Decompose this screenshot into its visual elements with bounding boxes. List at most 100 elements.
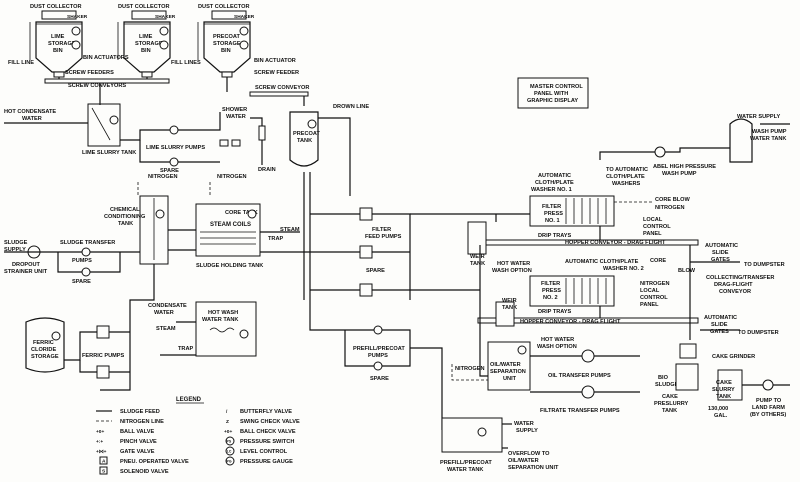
swing-check-valve-symbol: Z xyxy=(226,419,229,425)
svg-text:LEVEL CONTROL: LEVEL CONTROL xyxy=(240,449,288,455)
svg-text:SHOWER: SHOWER xyxy=(222,107,247,113)
svg-text:SUPPLY: SUPPLY xyxy=(4,247,26,253)
pneu-valve-symbol xyxy=(99,456,108,465)
svg-text:NO. 2: NO. 2 xyxy=(543,295,558,301)
svg-text:WATER SUPPLY: WATER SUPPLY xyxy=(737,114,780,120)
svg-text:BIN: BIN xyxy=(141,48,151,54)
svg-text:CORE: CORE xyxy=(650,258,666,264)
svg-text:UNIT: UNIT xyxy=(503,376,517,382)
svg-text:TANK: TANK xyxy=(662,408,677,414)
svg-text:WATER: WATER xyxy=(514,421,534,427)
svg-text:PS: PS xyxy=(227,440,232,444)
svg-text:WATER: WATER xyxy=(226,114,246,120)
weir-tank-1: WEIR TANK xyxy=(467,221,487,267)
svg-text:PRESSURE GAUGE: PRESSURE GAUGE xyxy=(240,459,293,465)
svg-text:SLIDE: SLIDE xyxy=(712,250,729,256)
svg-text:FILTER: FILTER xyxy=(542,204,561,210)
svg-text:TO AUTOMATIC: TO AUTOMATIC xyxy=(606,167,648,173)
svg-text:BIN ACTUATORS: BIN ACTUATORS xyxy=(83,55,129,61)
svg-text:STEAM COILS: STEAM COILS xyxy=(210,222,251,228)
svg-text:LIME SLURRY TANK: LIME SLURRY TANK xyxy=(82,150,136,156)
svg-text:PUMP TO: PUMP TO xyxy=(756,398,782,404)
svg-text:SLUDGE: SLUDGE xyxy=(4,240,28,246)
svg-text:CONDENSATE: CONDENSATE xyxy=(148,303,187,309)
level-control-icon xyxy=(477,427,487,437)
svg-text:AUTOMATIC: AUTOMATIC xyxy=(705,243,738,249)
svg-text:LOCAL: LOCAL xyxy=(643,217,663,223)
svg-text:LAND FARM: LAND FARM xyxy=(752,405,785,411)
svg-text:FILTER: FILTER xyxy=(541,281,560,287)
svg-text:BLOW: BLOW xyxy=(678,268,696,274)
hopper-conveyor-2 xyxy=(477,317,699,324)
svg-text:CLOTH/PLATE: CLOTH/PLATE xyxy=(535,180,574,186)
svg-text:(BY OTHERS): (BY OTHERS) xyxy=(750,412,786,418)
prefill-precoat-pumps: PREFILL/PRECOAT PUMPS SPARE xyxy=(353,325,405,382)
svg-text:BIN ACTUATOR: BIN ACTUATOR xyxy=(254,58,296,64)
pump-icon xyxy=(373,361,383,371)
svg-text:SCREW CONVEYORS: SCREW CONVEYORS xyxy=(68,83,126,89)
legend: LEGEND SLUDGE FEED NITROGEN LINE +0+ BAL… xyxy=(96,397,300,475)
svg-text:SLIDE: SLIDE xyxy=(711,322,728,328)
pressure-gauge-icon xyxy=(225,456,235,466)
precoat-tank: PRECOAT TANK xyxy=(289,111,321,167)
level-control-icon xyxy=(239,329,249,339)
svg-text:PANEL: PANEL xyxy=(643,231,662,237)
svg-text:SLUDGE FEED: SLUDGE FEED xyxy=(120,409,160,415)
svg-text:WATER TANK: WATER TANK xyxy=(750,136,786,142)
svg-text:WASH PUMP: WASH PUMP xyxy=(662,171,697,177)
svg-text:CONVEYOR: CONVEYOR xyxy=(719,289,751,295)
svg-text:BIN: BIN xyxy=(53,48,63,54)
svg-text:ABEL HIGH PRESSURE: ABEL HIGH PRESSURE xyxy=(653,164,716,170)
local-control-panel-1: LOCAL CONTROL PANEL xyxy=(643,217,671,237)
svg-text:130,000: 130,000 xyxy=(708,406,728,412)
svg-text:CONDITIONING: CONDITIONING xyxy=(104,214,145,220)
sludge-holding-tank: CORE TANK STEAM COILS SLUDGE HOLDING TAN… xyxy=(195,203,263,269)
svg-text:DRIP TRAYS: DRIP TRAYS xyxy=(538,233,572,239)
svg-text:CAKE: CAKE xyxy=(662,394,678,400)
svg-text:PRESLURRY: PRESLURRY xyxy=(654,401,689,407)
svg-text:PANEL: PANEL xyxy=(640,302,659,308)
svg-text:HOPPER CONVEYOR - DRAG FLIGHT: HOPPER CONVEYOR - DRAG FLIGHT xyxy=(520,319,621,325)
svg-text:CLOTH/PLATE: CLOTH/PLATE xyxy=(606,174,645,180)
pinch-valve-symbol: +:+ xyxy=(96,440,103,445)
oil-water-separation-unit: OIL/WATER SEPARATION UNIT xyxy=(487,341,531,391)
svg-text:FERRIC: FERRIC xyxy=(33,340,54,346)
fill-line-label: FILL LINE xyxy=(8,60,34,66)
level-control-icon xyxy=(159,26,169,36)
svg-text:CONTROL: CONTROL xyxy=(640,295,668,301)
level-control-icon xyxy=(225,446,235,456)
svg-text:BIO: BIO xyxy=(658,375,669,381)
level-control-icon xyxy=(71,40,81,50)
svg-text:PUMPS: PUMPS xyxy=(368,353,388,359)
pump-icon xyxy=(581,385,595,399)
svg-text:CONTROL: CONTROL xyxy=(643,224,671,230)
svg-text:LIME: LIME xyxy=(51,34,65,40)
svg-text:WATER: WATER xyxy=(22,116,42,122)
level-control-icon xyxy=(109,115,119,125)
svg-text:PRECOAT: PRECOAT xyxy=(213,34,241,40)
ball-valve-symbol: +0+ xyxy=(96,429,104,435)
svg-text:NITROGEN: NITROGEN xyxy=(148,174,178,180)
svg-text:WATER: WATER xyxy=(154,310,174,316)
level-control-icon xyxy=(71,26,81,36)
chemical-conditioning-tank: CHEMICAL CONDITIONING TANK xyxy=(104,195,169,265)
pump-icon xyxy=(81,267,91,277)
svg-text:SPARE: SPARE xyxy=(72,279,91,285)
svg-text:PRESS: PRESS xyxy=(544,211,563,217)
svg-text:LIME SLURRY PUMPS: LIME SLURRY PUMPS xyxy=(146,145,205,151)
svg-text:HOT WATER: HOT WATER xyxy=(497,261,530,267)
svg-text:SEPARATION: SEPARATION xyxy=(490,369,526,375)
svg-text:NITROGEN: NITROGEN xyxy=(455,366,485,372)
screw-conveyor xyxy=(44,78,170,84)
svg-text:BUTTERFLY VALVE: BUTTERFLY VALVE xyxy=(240,409,292,415)
svg-text:DRAIN: DRAIN xyxy=(258,167,276,173)
svg-text:DRAG-FLIGHT: DRAG-FLIGHT xyxy=(714,282,753,288)
svg-text:OVERFLOW TO: OVERFLOW TO xyxy=(508,451,550,457)
svg-text:OIL TRANSFER PUMPS: OIL TRANSFER PUMPS xyxy=(548,373,611,379)
svg-text:CAKE GRINDER: CAKE GRINDER xyxy=(712,354,755,360)
screw-conveyor xyxy=(249,91,309,97)
lime-storage-bin-1: DUST COLLECTOR SHAKER LIME STORAGE BIN xyxy=(30,4,88,78)
dust-collector-box xyxy=(41,10,77,20)
svg-text:STORAGE: STORAGE xyxy=(31,354,59,360)
svg-text:SHAKER: SHAKER xyxy=(234,14,255,20)
